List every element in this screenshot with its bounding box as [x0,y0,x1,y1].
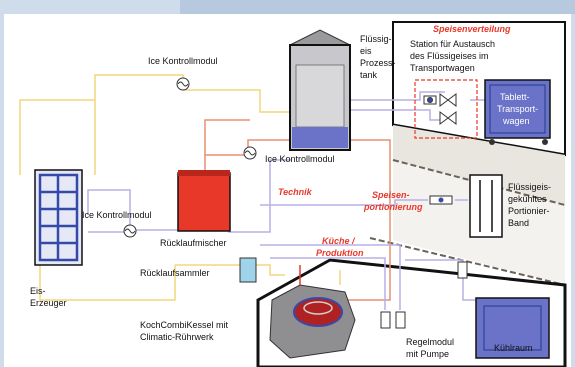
ice-maker-frame [38,173,79,262]
portioning-band-zone [393,125,565,205]
pipe-warm-right [330,139,391,301]
station-label-line1: Station für Austausch [410,39,495,49]
tank-label-line1: Flüssig- [360,34,392,44]
belt-label-line4: Band [508,218,529,228]
return-collector-label: Rücklaufsammler [140,268,210,278]
ice-maker-label-line2: Erzeuger [30,298,67,308]
pipe-yellow-left [19,99,95,175]
ice-module-top-label: Ice Kontrollmodul [148,56,218,66]
zone-divider-2 [392,159,566,206]
pipe-yellow-tank [183,89,292,113]
kitchen-heading-line1: Küche / [322,236,356,246]
pipe-cold-kitchen [260,244,401,310]
return-collector [239,257,257,283]
pipe-cold-kitchen-2 [270,257,386,310]
return-mixer-cap [178,170,230,176]
tank-label-line3: Prozess- [360,58,396,68]
pipe-cold-tank [228,159,292,233]
portioning-band [469,174,503,238]
belt-label-line3: Portionier- [508,206,550,216]
valve-icon [395,311,406,329]
ice-maker-label-line1: Eis- [30,286,46,296]
station-label-line2: des Flüssigeises im [410,51,489,61]
portioning-heading-line1: Speisen- [372,190,410,200]
tank-label-line2: eis [360,46,372,56]
return-mixer-label: Rücklaufmischer [160,238,227,248]
top-right-band [180,0,575,14]
control-module-left [123,224,137,238]
tablet-cart-label-line2: Transport- [497,104,538,114]
kettle-label-line1: KochCombiKessel mit [140,320,229,330]
valve-icon [439,93,457,107]
pipe-yellow-bottom [39,265,176,301]
cart-wheel [542,139,548,145]
coldroom-inner [483,305,542,351]
belt-label-line1: Flüssigeis- [508,182,551,192]
tank-label-line4: tank [360,70,378,80]
process-tank-ice-level [292,127,348,148]
coldroom-label: Kühlraum [494,343,533,353]
tablet-cart-label-line1: Tablett- [500,92,530,102]
station-label-line3: Transportwagen [410,63,475,73]
process-tank-inner [295,64,345,128]
pump-icon-core [438,197,444,203]
kitchen-heading-line2: Produktion [316,248,364,258]
pipe-cold-station-2 [350,109,445,121]
pump-icon-core [427,97,433,103]
pipe-cold-station [350,91,445,101]
station-valves [423,93,457,125]
tablet-cart-label-line3: wagen [502,116,530,126]
kettle-label-line2: Climatic-Rührwerk [140,332,214,342]
valve-icon [457,261,468,279]
kettle-stirrer [303,301,333,315]
belt-label-line2: gekühltes [508,194,547,204]
control-module-center [243,146,257,160]
pipe-cold-main [87,189,180,231]
labels: Ice Kontrollmodul Flüssig- eis Prozess- … [30,24,551,359]
valve-icon [380,311,391,329]
valve-icon [439,111,457,125]
technik-heading: Technik [278,187,313,197]
speisenverteilung-heading: Speisenverteilung [433,24,511,34]
cart-wheel [489,139,495,145]
sine-wave [177,81,189,87]
sine-wave [244,150,256,156]
pipe-cold-portion [260,199,428,206]
control-module-top [176,77,190,91]
coldroom [475,297,550,359]
sine-wave [124,228,136,234]
regulator-label-line1: Regelmodul [406,337,454,347]
ice-module-left-label: Ice Kontrollmodul [82,210,152,220]
tablet-cart-inner [489,84,546,134]
pipe-warm-mixer-2 [204,119,250,155]
pipe-cold-coldroom [405,259,480,301]
tablet-cart [484,79,551,139]
regulator-label-line2: mit Pumpe [406,349,449,359]
pipe-yellow-collector [175,264,285,276]
ice-module-center-label: Ice Kontrollmodul [265,154,335,164]
exchange-station [414,79,478,139]
portioning-heading-line2: portionierung [363,202,423,212]
return-mixer [177,172,231,232]
